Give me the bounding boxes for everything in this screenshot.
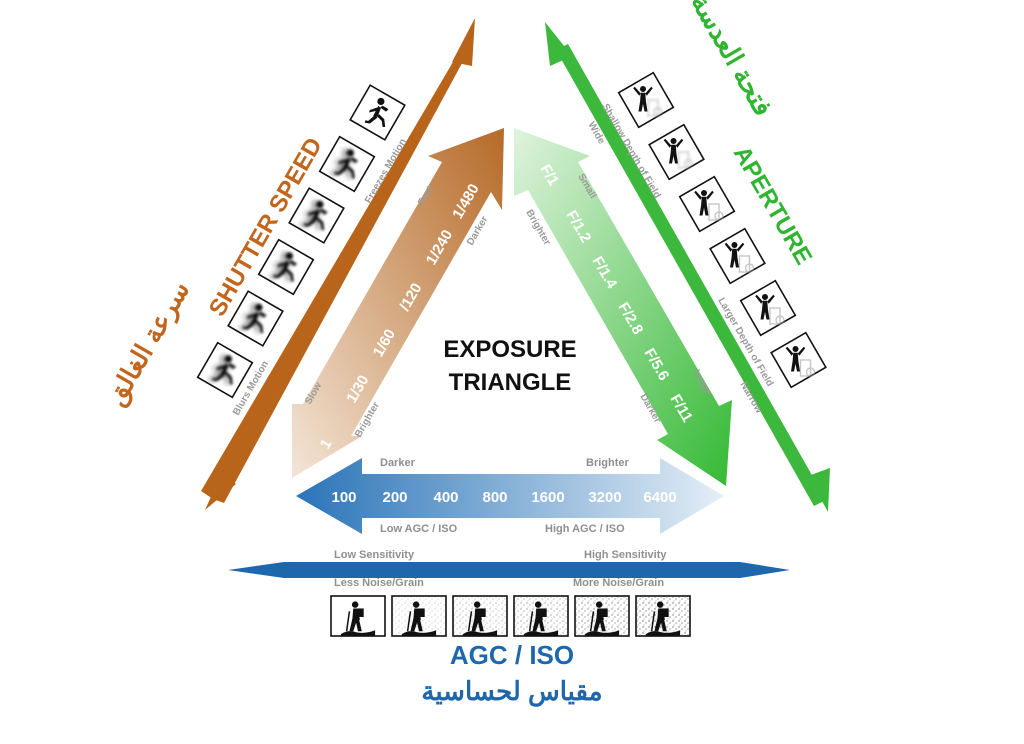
triangle-label: TRIANGLE: [449, 369, 572, 396]
person-with-background-icon: [739, 279, 797, 337]
running-person-icon: [288, 187, 345, 244]
running-person-icon: [318, 135, 376, 193]
low-sensitivity-label: Low Sensitivity: [334, 549, 415, 561]
running-person-icon: [257, 238, 315, 296]
exposure-label: EXPOSURE: [443, 336, 576, 363]
iso-values: 100 200 400 800 1600 3200 6400: [331, 489, 676, 506]
less-noise-label: Less Noise/Grain: [334, 577, 424, 589]
iso-gradient-arrow: [296, 458, 724, 534]
hiker-icon: [391, 595, 447, 637]
shutter-speed-title-arabic: سرعة الغالق: [100, 276, 196, 411]
iso-value: 100: [331, 489, 356, 506]
aperture-dof-icons: [617, 71, 827, 389]
hiker-icon: [330, 595, 386, 637]
aperture-title-arabic: فتحة العدسة: [685, 0, 779, 121]
iso-value: 200: [382, 489, 407, 506]
center-title: EXPOSURE TRIANGLE: [443, 336, 576, 396]
iso-value: 400: [433, 489, 458, 506]
iso-brighter-label: Brighter: [586, 457, 630, 469]
iso-value: 1600: [531, 489, 564, 506]
person-with-background-icon: [678, 175, 736, 233]
high-sensitivity-label: High Sensitivity: [584, 549, 667, 561]
aperture-gradient-arrow: [514, 128, 732, 486]
more-noise-label: More Noise/Grain: [573, 577, 664, 589]
person-with-background-icon: [770, 331, 827, 389]
shutter-motion-icons: [196, 84, 406, 399]
low-agc-label: Low AGC / ISO: [380, 523, 458, 535]
iso-title: AGC / ISO: [450, 640, 574, 670]
hiker-icon: [452, 595, 508, 637]
iso-darker-label: Darker: [380, 457, 416, 469]
shutter-gradient-arrow: [292, 128, 504, 478]
aperture-section: F/1F/1.2F/1.4F/2.8F/5.6F/11 Small Large …: [514, 0, 830, 512]
high-agc-label: High AGC / ISO: [545, 523, 625, 535]
iso-title-arabic: مقياس لحساسية: [421, 676, 602, 707]
aperture-long-arrow: [545, 22, 830, 512]
person-with-background-icon: [709, 227, 766, 285]
iso-value: 3200: [588, 489, 621, 506]
iso-value: 6400: [643, 489, 676, 506]
running-person-icon: [227, 290, 284, 347]
iso-noise-icons: [330, 595, 691, 637]
hiker-icon: [513, 595, 569, 637]
hiker-icon: [635, 595, 691, 637]
person-with-background-icon: [648, 123, 705, 181]
running-person-icon: [196, 341, 254, 399]
iso-value: 800: [482, 489, 507, 506]
running-person-icon: [349, 84, 406, 141]
iso-section: 100 200 400 800 1600 3200 6400 Darker Brighter…: [228, 457, 790, 707]
iso-long-arrow: [228, 562, 790, 578]
person-with-background-icon: [617, 71, 675, 129]
hiker-icon: [574, 595, 630, 637]
shutter-long-arrow: [201, 18, 475, 510]
